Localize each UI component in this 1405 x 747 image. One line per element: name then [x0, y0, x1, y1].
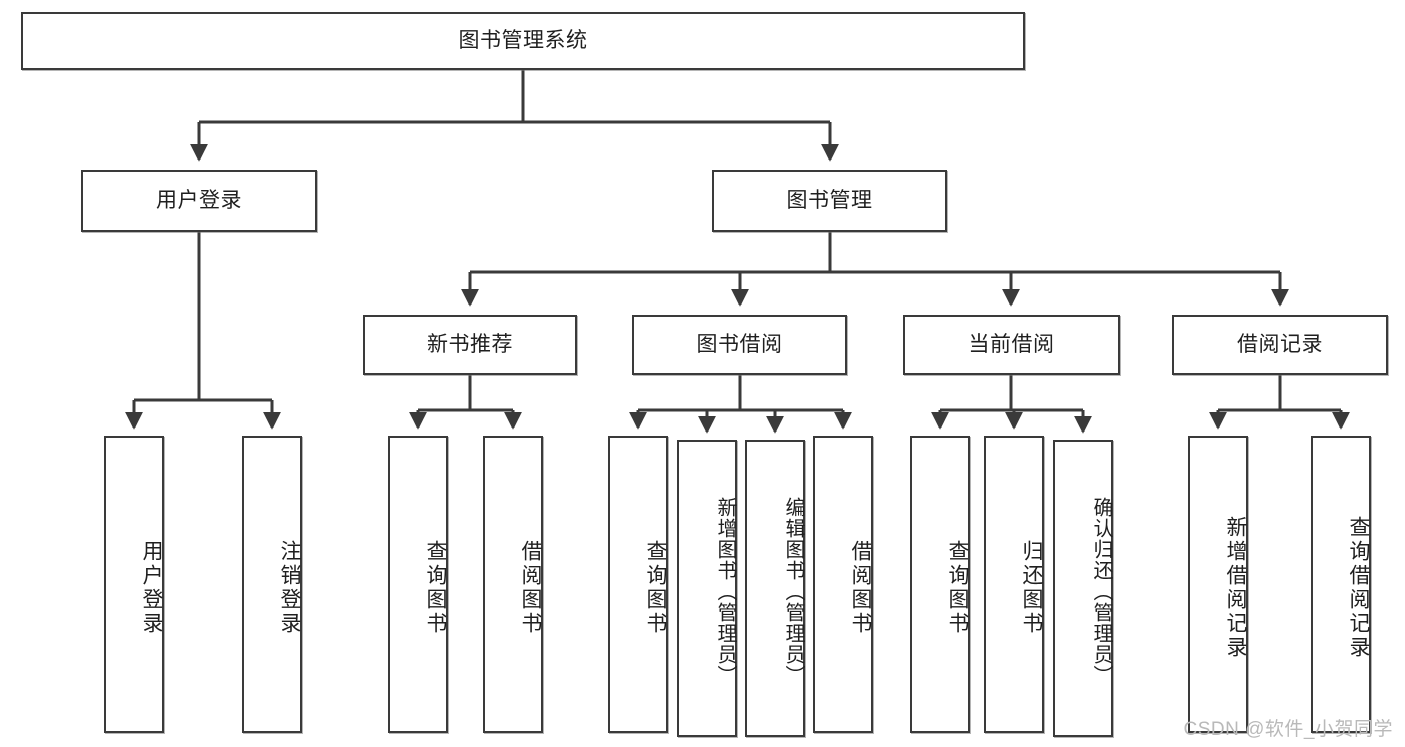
node-leaf-logout-login[interactable]: 注销登录: [242, 436, 302, 733]
node-leaf-logout-login-label: 注销登录: [278, 539, 301, 636]
node-user-login[interactable]: 用户登录: [81, 170, 317, 232]
csdn-watermark: CSDN @软件_小贺同学: [1183, 719, 1393, 740]
node-leaf-borrow-book-2[interactable]: 借阅图书: [813, 436, 873, 733]
node-leaf-user-login[interactable]: 用户登录: [104, 436, 164, 733]
node-borrow-record-label: 借阅记录: [1237, 333, 1323, 357]
node-new-book-recommend[interactable]: 新书推荐: [363, 315, 577, 375]
node-leaf-borrow-book-1-label: 借阅图书: [519, 539, 542, 636]
node-leaf-query-book-2[interactable]: 查询图书: [608, 436, 668, 733]
node-leaf-return-book-label: 归还图书: [1020, 539, 1043, 636]
node-leaf-confirm-return[interactable]: 确认归还（管理员）: [1053, 440, 1113, 737]
node-root[interactable]: 图书管理系统: [21, 12, 1025, 70]
node-leaf-add-book-label: 新增图书（管理员）: [714, 497, 736, 686]
node-leaf-query-book-1[interactable]: 查询图书: [388, 436, 448, 733]
node-current-borrow-label: 当前借阅: [968, 333, 1055, 357]
node-leaf-query-book-3-label: 查询图书: [946, 539, 969, 636]
node-new-book-recommend-label: 新书推荐: [427, 333, 513, 357]
node-leaf-query-record[interactable]: 查询借阅记录: [1311, 436, 1371, 733]
node-leaf-query-record-label: 查询借阅记录: [1347, 515, 1370, 660]
node-book-manage[interactable]: 图书管理: [712, 170, 947, 232]
node-book-borrow[interactable]: 图书借阅: [632, 315, 847, 375]
node-leaf-edit-book[interactable]: 编辑图书（管理员）: [745, 440, 805, 737]
node-leaf-edit-book-label: 编辑图书（管理员）: [782, 497, 804, 686]
node-leaf-return-book[interactable]: 归还图书: [984, 436, 1044, 733]
node-leaf-borrow-book-1[interactable]: 借阅图书: [483, 436, 543, 733]
node-leaf-confirm-return-label: 确认归还（管理员）: [1090, 497, 1112, 686]
node-leaf-query-book-2-label: 查询图书: [644, 539, 667, 636]
node-borrow-record[interactable]: 借阅记录: [1172, 315, 1388, 375]
node-leaf-user-login-label: 用户登录: [140, 539, 163, 636]
node-current-borrow[interactable]: 当前借阅: [903, 315, 1120, 375]
node-leaf-query-book-1-label: 查询图书: [424, 539, 447, 636]
node-book-borrow-label: 图书借阅: [696, 333, 783, 357]
node-leaf-borrow-book-2-label: 借阅图书: [849, 539, 872, 636]
node-leaf-query-book-3[interactable]: 查询图书: [910, 436, 970, 733]
node-leaf-add-record-label: 新增借阅记录: [1224, 515, 1247, 660]
node-leaf-add-book[interactable]: 新增图书（管理员）: [677, 440, 737, 737]
node-leaf-add-record[interactable]: 新增借阅记录: [1188, 436, 1248, 733]
node-root-label: 图书管理系统: [458, 29, 588, 53]
node-user-login-label: 用户登录: [156, 189, 242, 213]
node-book-manage-label: 图书管理: [786, 189, 873, 213]
